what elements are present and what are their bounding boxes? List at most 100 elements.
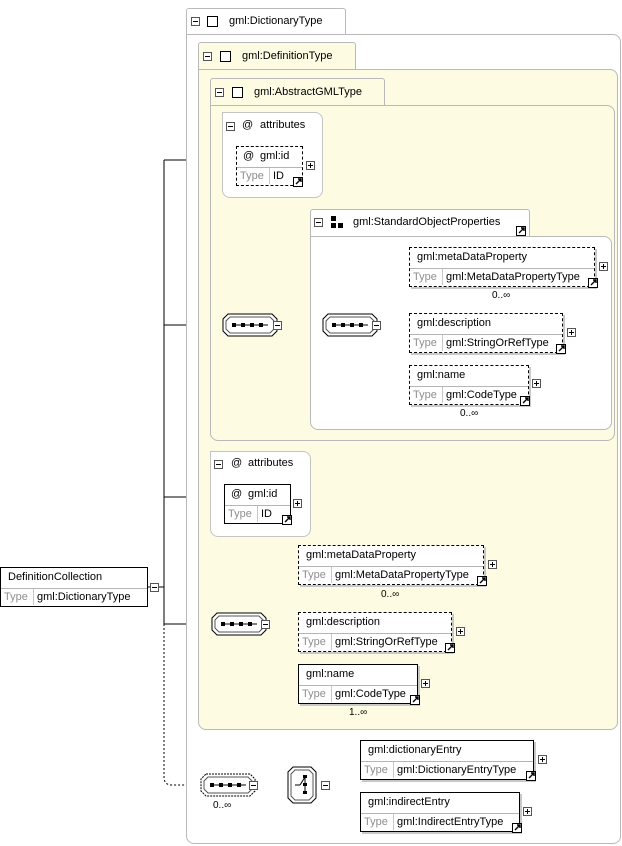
type-value: gml:MetaDataPropertyType — [335, 569, 469, 581]
type-link-icon[interactable] — [293, 177, 303, 187]
collapse-icon[interactable] — [226, 122, 235, 131]
element-name: gml:name — [417, 369, 466, 381]
attribute-gml-id[interactable]: @ gml:id Type ID — [236, 146, 303, 186]
occurrence-label: 1..∞ — [349, 707, 368, 718]
type-link-icon[interactable] — [520, 396, 530, 406]
sequence-compositor-icon[interactable] — [222, 313, 278, 337]
type-label: Type — [302, 688, 326, 700]
group-link-icon[interactable] — [516, 226, 526, 236]
type-label: Type — [364, 816, 388, 828]
element-name: gml:description — [417, 317, 491, 329]
complex-type-icon — [232, 87, 243, 98]
element-name: gml:metaDataProperty — [306, 549, 417, 561]
standard-object-properties-tab — [310, 209, 530, 237]
element-description[interactable]: gml:description Type gml:StringOrRefType — [409, 313, 563, 353]
collapse-icon[interactable] — [261, 620, 270, 629]
element-dictionaryentry[interactable]: gml:dictionaryEntry Type gml:DictionaryEn… — [360, 740, 534, 780]
occurrence-label: 0..∞ — [492, 290, 511, 301]
type-link-icon[interactable] — [526, 771, 536, 781]
element-name: gml:description — [306, 616, 380, 628]
type-value: gml:MetaDataPropertyType — [446, 271, 580, 283]
dictionary-type-label: gml:DictionaryType — [229, 15, 323, 27]
expand-icon[interactable] — [456, 627, 465, 636]
collapse-icon[interactable] — [214, 460, 223, 469]
expand-icon[interactable] — [532, 379, 541, 388]
type-link-icon[interactable] — [282, 515, 292, 525]
expand-icon[interactable] — [306, 161, 315, 170]
type-label: Type — [413, 337, 437, 349]
type-link-icon[interactable] — [445, 643, 455, 653]
attributes-at-icon: @ — [231, 457, 243, 469]
occurrence-label: 0..∞ — [213, 800, 232, 811]
expand-icon[interactable] — [567, 328, 576, 337]
element-name: gml:dictionaryEntry — [368, 744, 462, 756]
choice-compositor-icon[interactable] — [287, 766, 317, 804]
occurrence-label: 0..∞ — [460, 408, 479, 419]
element-indirectentry[interactable]: gml:indirectEntry Type gml:IndirectEntryT… — [360, 792, 520, 832]
expand-icon[interactable] — [538, 755, 547, 764]
collapse-icon[interactable] — [372, 321, 381, 330]
attribute-at-icon: @ — [243, 150, 255, 162]
type-label: Type — [240, 170, 264, 182]
element-name-outer[interactable]: gml:name Type gml:CodeType — [298, 664, 418, 704]
collapse-icon[interactable] — [249, 781, 258, 790]
element-metadataproperty[interactable]: gml:metaDataProperty Type gml:MetaDataPro… — [298, 545, 484, 585]
sequence-compositor-icon[interactable] — [200, 773, 256, 797]
attribute-name: gml:id — [248, 488, 278, 500]
type-link-icon[interactable] — [588, 278, 598, 288]
type-label: Type — [4, 591, 28, 603]
type-value: ID — [273, 170, 284, 182]
attributes-label: attributes — [248, 457, 294, 469]
type-value: gml:StringOrRefType — [446, 337, 549, 349]
type-label: Type — [413, 271, 437, 283]
attributes-label: attributes — [260, 119, 306, 131]
collapse-icon[interactable] — [314, 218, 323, 227]
type-label: Type — [302, 569, 326, 581]
type-value: gml:CodeType — [335, 688, 406, 700]
abstract-gml-type-label: gml:AbstractGMLType — [254, 86, 362, 98]
type-label: Type — [364, 764, 388, 776]
collapse-icon[interactable] — [150, 583, 159, 592]
sequence-compositor-icon[interactable] — [322, 313, 378, 337]
expand-icon[interactable] — [293, 499, 302, 508]
type-value: ID — [261, 508, 272, 520]
element-name: gml:metaDataProperty — [417, 251, 528, 263]
type-value: gml:IndirectEntryType — [397, 816, 504, 828]
attributes-at-icon: @ — [242, 119, 254, 131]
collapse-icon[interactable] — [191, 17, 200, 26]
element-name-inner[interactable]: gml:name Type gml:CodeType — [409, 365, 529, 405]
type-link-icon[interactable] — [512, 823, 522, 833]
definition-type-label: gml:DefinitionType — [242, 50, 333, 62]
type-link-icon[interactable] — [410, 695, 420, 705]
type-link-icon[interactable] — [477, 576, 487, 586]
type-label: Type — [228, 508, 252, 520]
expand-icon[interactable] — [421, 679, 430, 688]
expand-icon[interactable] — [523, 807, 532, 816]
complex-type-icon — [207, 16, 218, 27]
collapse-icon[interactable] — [273, 321, 282, 330]
expand-icon[interactable] — [488, 560, 497, 569]
element-name: gml:name — [306, 668, 355, 680]
expand-icon[interactable] — [599, 262, 608, 271]
sequence-compositor-icon[interactable] — [211, 612, 267, 636]
type-value: gml:CodeType — [446, 389, 517, 401]
type-link-icon[interactable] — [556, 344, 566, 354]
attribute-at-icon: @ — [231, 488, 243, 500]
element-description[interactable]: gml:description Type gml:StringOrRefType — [298, 612, 452, 652]
group-icon — [331, 216, 343, 228]
type-value: gml:DictionaryEntryType — [397, 764, 517, 776]
attribute-name: gml:id — [260, 150, 290, 162]
occurrence-label: 0..∞ — [381, 589, 400, 600]
type-label: Type — [413, 389, 437, 401]
collapse-icon[interactable] — [203, 52, 212, 61]
attribute-gml-id[interactable]: @ gml:id Type ID — [224, 484, 291, 524]
element-metadataproperty[interactable]: gml:metaDataProperty Type gml:MetaDataPro… — [409, 247, 595, 287]
collapse-icon[interactable] — [215, 88, 224, 97]
complex-type-icon — [220, 51, 231, 62]
collapse-icon[interactable] — [321, 781, 330, 790]
type-value: gml:StringOrRefType — [335, 636, 438, 648]
type-label: Type — [302, 636, 326, 648]
element-name: gml:indirectEntry — [368, 796, 450, 808]
type-value: gml:DictionaryType — [37, 591, 131, 603]
